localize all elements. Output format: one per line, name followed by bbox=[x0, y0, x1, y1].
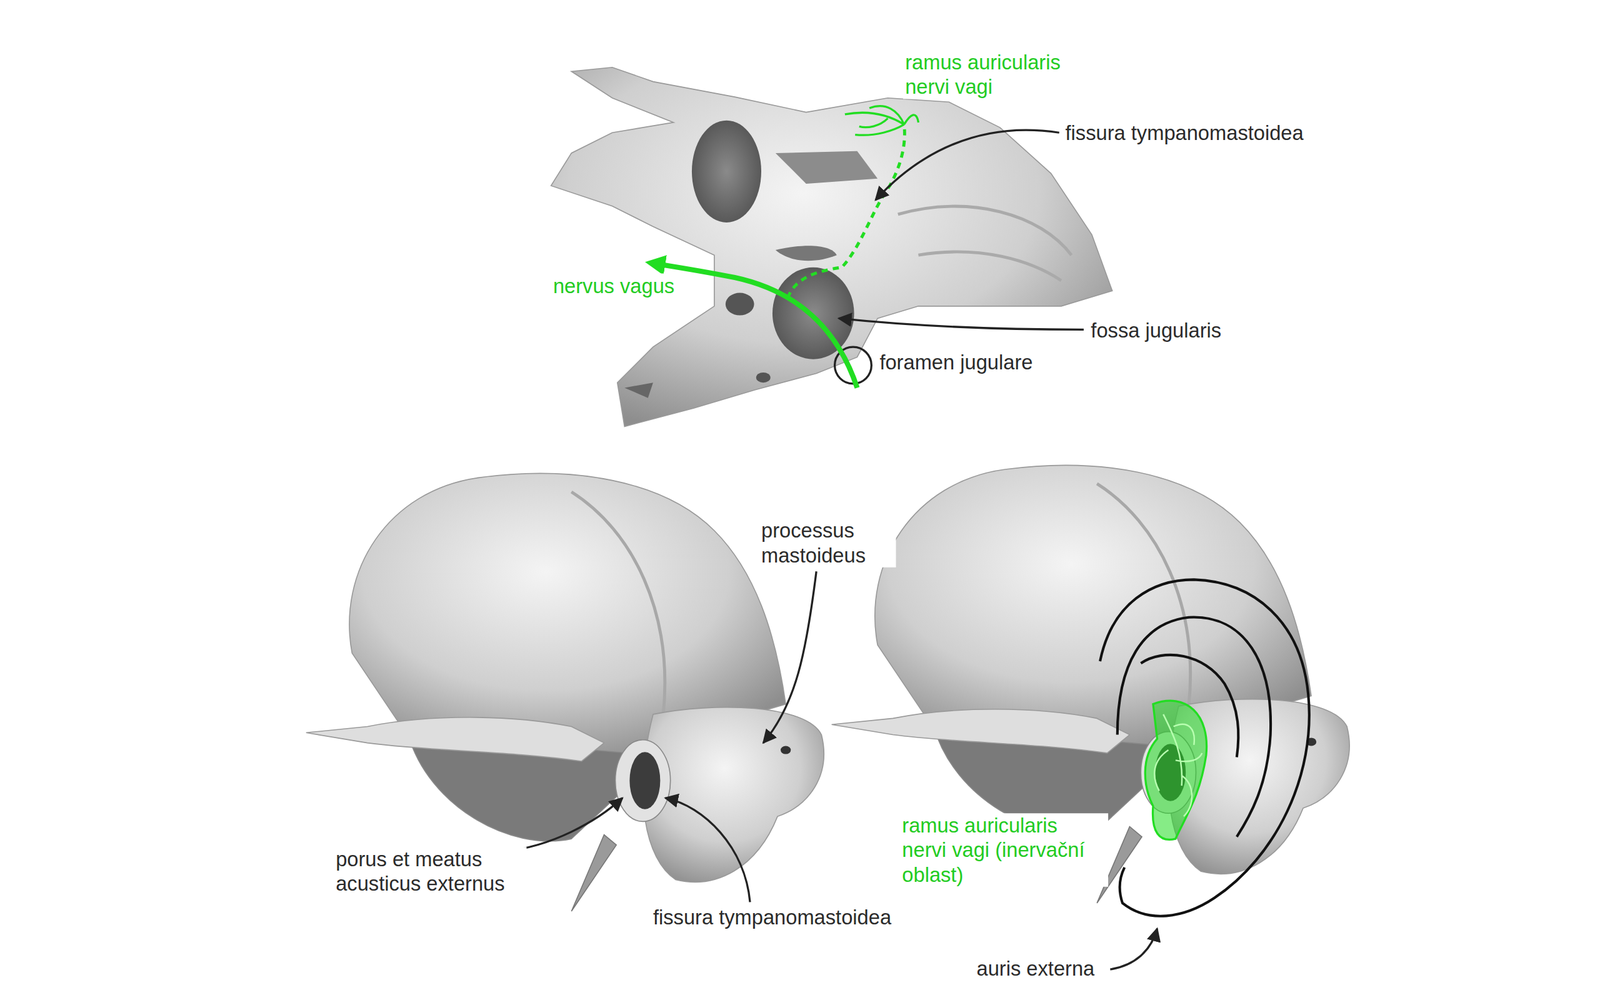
temporal-bone-lateral bbox=[306, 473, 824, 912]
ear-antihelix bbox=[1117, 617, 1271, 837]
label: fissura tympanomastoidea bbox=[1063, 120, 1306, 145]
ear-helix bbox=[1100, 579, 1310, 916]
nerve-branches bbox=[1154, 714, 1202, 817]
leader-line bbox=[838, 318, 1084, 330]
temporal-bone-inferior bbox=[551, 67, 1113, 427]
label: ramus auricularis nervi vagi bbox=[903, 50, 1097, 99]
label: foramen jugulare bbox=[877, 350, 1035, 375]
fissure bbox=[775, 151, 878, 184]
label: fissura tympanomastoidea bbox=[651, 905, 894, 930]
foramen bbox=[756, 372, 771, 383]
label: ramus auricularis nervi vagi (inervační … bbox=[900, 813, 1109, 887]
leader-line bbox=[1110, 928, 1157, 970]
label: processus mastoideus bbox=[759, 518, 897, 567]
ridge bbox=[898, 206, 1072, 255]
label: fossa jugularis bbox=[1088, 318, 1224, 343]
mandibular-fossa bbox=[691, 120, 762, 223]
leader-line bbox=[875, 130, 1060, 200]
label: auris externa bbox=[974, 956, 1097, 981]
innervation-area bbox=[1145, 700, 1207, 840]
ridge bbox=[918, 251, 1062, 281]
leader-line bbox=[665, 798, 751, 903]
ear-antihelix-crus bbox=[1140, 655, 1239, 758]
vagus-nerve bbox=[653, 263, 858, 388]
nerve-branches bbox=[845, 106, 919, 135]
apex bbox=[624, 382, 654, 398]
label: nervus vagus bbox=[551, 273, 677, 299]
label: porus et meatus acusticus externus bbox=[333, 846, 527, 896]
styloid-process bbox=[775, 245, 837, 261]
leader-line bbox=[763, 571, 817, 743]
carotid-canal bbox=[725, 293, 755, 316]
leader-line bbox=[505, 798, 623, 852]
auricular-branch bbox=[787, 124, 905, 299]
